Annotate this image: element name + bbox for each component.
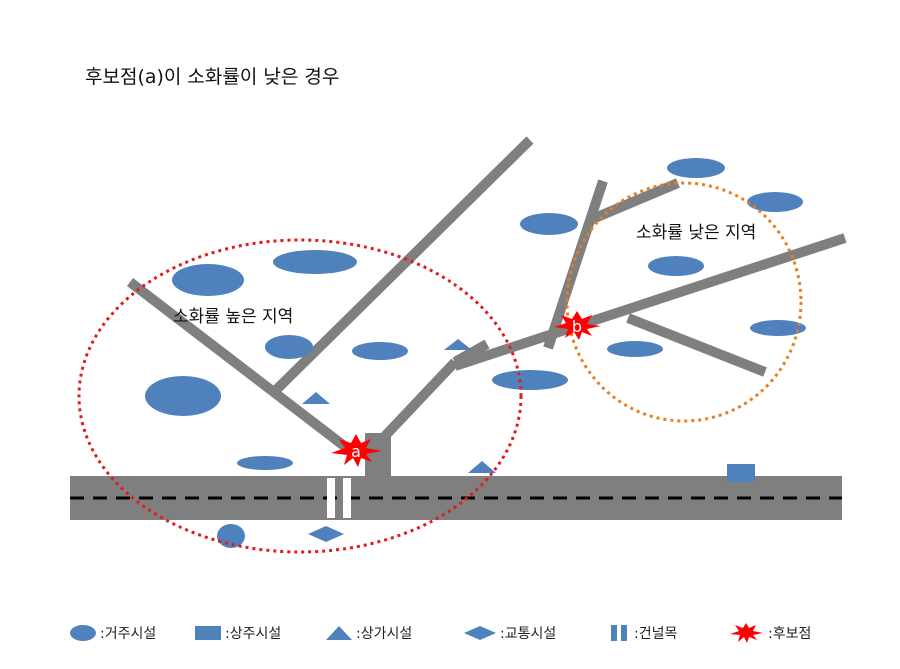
legend-label-crosswalk: :건널목 (634, 626, 678, 642)
legend-label-residential: :거주시설 (100, 626, 157, 642)
triangle-icon (326, 626, 352, 640)
road-stub (365, 433, 391, 477)
diamond-icon (464, 626, 496, 640)
residential-facilities (145, 158, 806, 548)
legend-item-residential: :거주시설 (68, 620, 156, 646)
crosswalk-icon (611, 625, 627, 641)
legend-item-commercial: :상가시설 (324, 620, 412, 646)
diagram-title: 후보점(a)이 소화률이 낮은 경우 (85, 66, 340, 88)
legend-label-transport: :교통시설 (500, 626, 557, 642)
candidate-label-a: a (351, 442, 361, 461)
candidate-label-b: b (572, 317, 582, 336)
candidate-point-a: a (331, 434, 382, 467)
candidate-point-b: b (554, 311, 601, 340)
low-coverage-zone (565, 181, 803, 423)
crosswalk (327, 478, 351, 518)
legend-label-candidate: :후보점 (768, 626, 812, 642)
high-coverage-zone (77, 238, 523, 554)
legend-item-candidate: :후보점 (726, 620, 811, 646)
legend-item-resident: :상주시설 (193, 620, 281, 646)
high-zone-label: 소화률 높은 지역 (173, 307, 293, 327)
low-zone-label: 소화률 낮은 지역 (636, 223, 756, 243)
legend-label-commercial: :상가시설 (356, 626, 413, 642)
commercial-facilities (302, 339, 496, 473)
resident-facility (727, 464, 755, 482)
branch-roads (126, 136, 847, 456)
legend-item-crosswalk: :건널목 (608, 620, 677, 646)
starburst-icon (730, 623, 763, 643)
transport-facility (308, 526, 344, 542)
rectangle-icon (195, 626, 221, 640)
legend-item-transport: :교통시설 (462, 620, 556, 646)
legend-label-resident: :상주시설 (225, 626, 282, 642)
ellipse-icon (70, 625, 96, 641)
